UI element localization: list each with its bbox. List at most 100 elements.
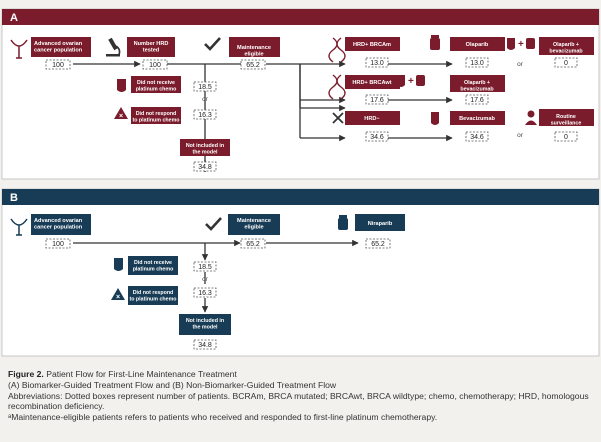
hrd-neg-box: HRD− [345, 111, 400, 125]
iv-bag-icon [431, 112, 439, 125]
figure-caption: Figure 2. Patient Flow for First-Line Ma… [8, 369, 596, 423]
value-maint-eligible: 65.2 [246, 241, 260, 248]
or-label: or [517, 61, 524, 68]
hrd-brcam-box: HRD+ BRCAm [345, 37, 400, 51]
bevacizumab-box: Bevacizumab [450, 111, 505, 125]
svg-text:+: + [408, 76, 414, 87]
value-not-included: 34.8 [198, 342, 212, 349]
panel-a: A [1, 8, 600, 180]
person-icon [525, 110, 537, 125]
panel-b-label: B [10, 192, 18, 204]
iv-bag-icon [117, 79, 126, 92]
value-no-platinum: 18.5 [198, 84, 212, 91]
olaparib-bev-box-2-label: Olaparib +bevacizumab [460, 80, 494, 93]
svg-text:×: × [116, 294, 120, 301]
hrd-brcawt-box-label: HRD+ BRCAwt [352, 80, 391, 86]
niraparib-box: Niraparib [355, 214, 405, 231]
panel-b-frame [1, 188, 600, 357]
or-label: or [517, 132, 524, 139]
iv-bag-plus-pill-icon: + [507, 38, 535, 50]
warning-x-icon: × [111, 288, 125, 301]
pill-bottle-icon [430, 35, 440, 50]
panel-b-connectors [73, 239, 359, 313]
caption-title-rest: Patient Flow for First-Line Maintenance … [43, 369, 237, 379]
iv-bag-icon [114, 258, 123, 271]
value-hrd-neg: 34.6 [370, 134, 384, 141]
caption-title-line: Figure 2. Patient Flow for First-Line Ma… [8, 369, 596, 380]
iv-bag-plus-pill-icon: + [397, 75, 425, 87]
niraparib-box-label: Niraparib [368, 221, 393, 227]
value-hrd-tested: 100 [149, 62, 161, 69]
value-olaparib-bev-2: 17.6 [470, 97, 484, 104]
panel-a-header-bar [2, 9, 599, 25]
olaparib-box: Olaparib [450, 37, 505, 51]
value-population: 100 [52, 62, 64, 69]
value-hrd-brcam: 13.0 [370, 60, 384, 67]
or-labels-a: or or or [202, 61, 524, 139]
value-no-response: 16.3 [198, 290, 212, 297]
warning-x-icon: × [114, 107, 128, 120]
value-maint-eligible: 65.2 [246, 62, 260, 69]
olaparib-bev-box-1-label: Olaparib +bevacizumab [549, 42, 583, 55]
panel-a-label: A [10, 12, 18, 24]
female-reproductive-icon [10, 218, 28, 236]
hrd-neg-box-label: HRD− [364, 116, 380, 122]
value-niraparib: 65.2 [371, 241, 385, 248]
svg-text:×: × [119, 113, 123, 120]
dna-icon [328, 37, 346, 63]
or-label: or [202, 276, 209, 283]
caption-line-2: Abbreviations: Dotted boxes represent nu… [8, 390, 589, 412]
value-population: 100 [52, 241, 64, 248]
value-no-response: 16.3 [198, 112, 212, 119]
value-olaparib: 13.0 [470, 60, 484, 67]
value-hrd-brcawt: 17.6 [370, 97, 384, 104]
hrd-brcawt-box: HRD+ BRCAwt [345, 75, 400, 89]
microscope-icon [106, 37, 121, 57]
caption-line-3: ᵃMaintenance-eligible patients refers to… [8, 412, 438, 423]
hrd-brcam-box-label: HRD+ BRCAm [353, 42, 391, 48]
value-no-platinum: 18.5 [198, 264, 212, 271]
checkmark-icon [204, 37, 221, 51]
cross-icon [332, 112, 344, 124]
value-boxes-a: 100 100 65.2 18.5 16.3 34.8 13.0 17.6 34… [45, 57, 578, 172]
olaparib-bev-box-1: Olaparib +bevacizumab [539, 37, 594, 55]
svg-text:+: + [518, 39, 524, 50]
pill-bottle-icon [338, 215, 348, 230]
bevacizumab-box-label: Bevacizumab [459, 116, 495, 122]
value-boxes-b: 100 65.2 65.2 18.5 16.3 34.8 [45, 238, 391, 350]
female-reproductive-icon [10, 39, 28, 59]
value-olaparib-bev-1: 0 [564, 60, 568, 67]
caption-title: Figure 2. [8, 369, 44, 379]
value-not-included: 34.8 [198, 164, 212, 171]
olaparib-bev-box-2: Olaparib +bevacizumab [450, 75, 505, 93]
dna-icon [328, 74, 346, 100]
olaparib-box-label: Olaparib [466, 42, 489, 48]
panel-b-header-bar [2, 189, 599, 205]
